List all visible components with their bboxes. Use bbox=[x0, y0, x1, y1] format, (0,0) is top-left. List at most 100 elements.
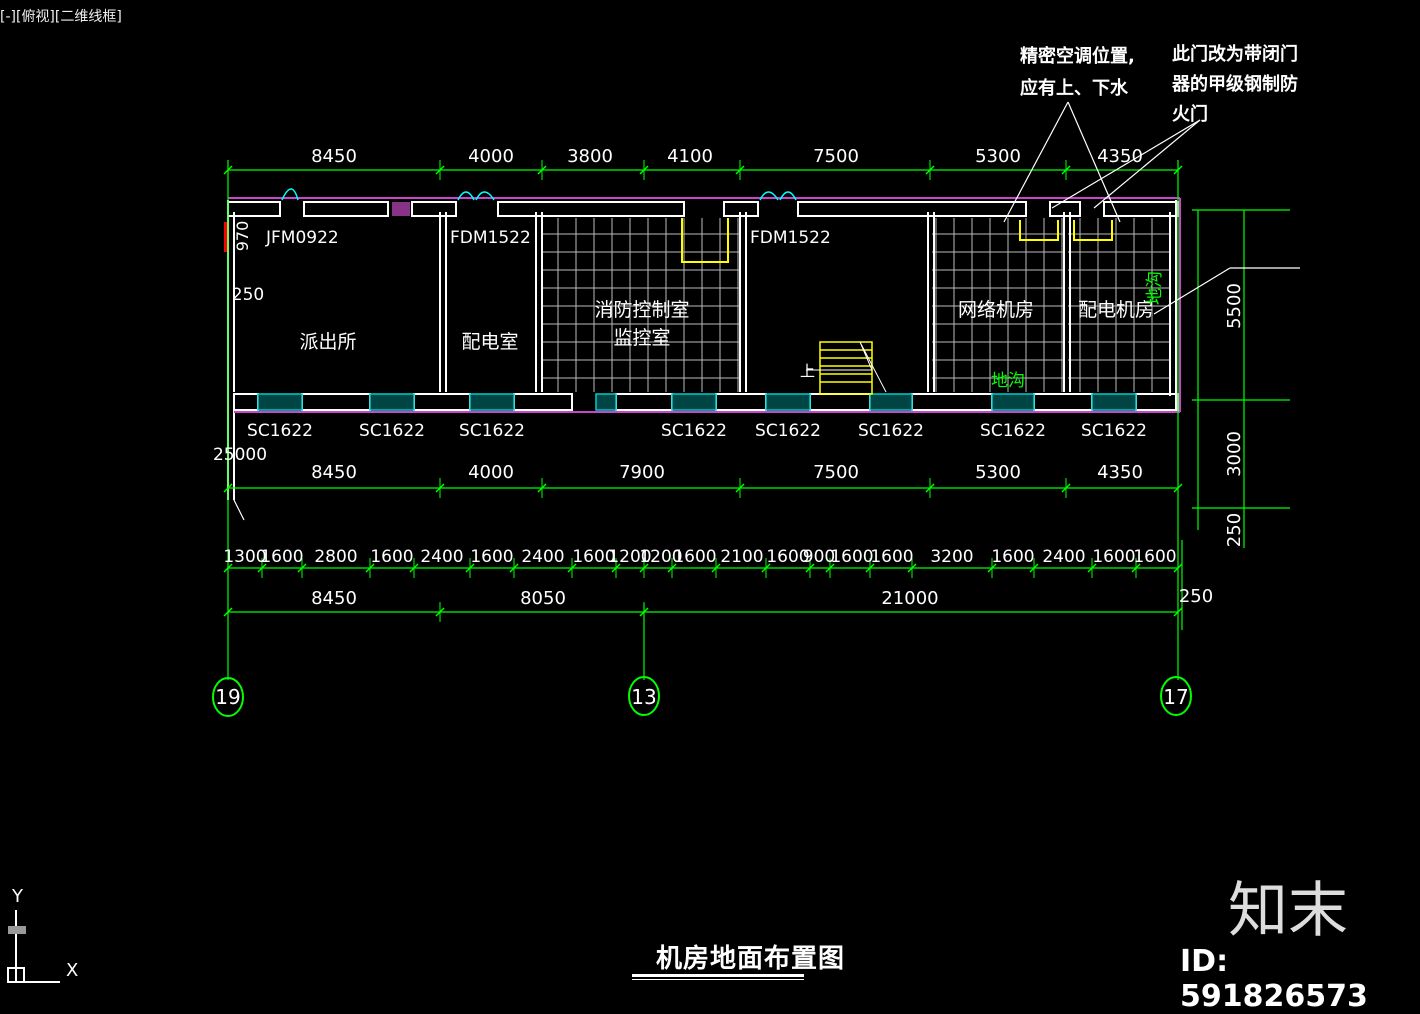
dim-sub-11: 1600 bbox=[673, 547, 716, 567]
axis-label-19: 19 bbox=[215, 685, 240, 709]
dim-sub-3: 2800 bbox=[314, 547, 357, 567]
drawing-title: 机房地面布置图 bbox=[656, 944, 846, 974]
note-door-line1: 此门改为带闭门 bbox=[1172, 43, 1298, 65]
dim-right-extra: 250 bbox=[1179, 586, 1213, 607]
room-power-machine: 配电机房 bbox=[1078, 299, 1154, 321]
stair-up-label: 上 bbox=[800, 362, 815, 380]
dimension-ticks bbox=[223, 160, 1183, 622]
dim-total-3: 21000 bbox=[881, 588, 938, 609]
dim-top-1: 8450 bbox=[311, 146, 357, 167]
window-label-8: SC1622 bbox=[1081, 421, 1147, 441]
dim-sub-13: 1600 bbox=[766, 547, 809, 567]
room-police: 派出所 bbox=[299, 331, 356, 353]
door-swings bbox=[281, 188, 797, 201]
trench-label-1: 地沟 bbox=[991, 371, 1025, 391]
door-label-jfm: JFM0922 bbox=[265, 228, 339, 248]
dim-sub-12: 2100 bbox=[720, 547, 763, 567]
dim-sub-1: 1300 bbox=[223, 547, 266, 567]
trench-label-2: 地沟 bbox=[1145, 271, 1165, 305]
dim-bottom-2: 4000 bbox=[468, 462, 514, 483]
leader-lines bbox=[233, 101, 1300, 521]
window-label-2: SC1622 bbox=[359, 421, 425, 441]
dim-sub-7: 2400 bbox=[521, 547, 564, 567]
dim-top-2: 4000 bbox=[468, 146, 514, 167]
dim-sub-17: 3200 bbox=[930, 547, 973, 567]
dimension-lines bbox=[227, 160, 1290, 680]
dim-sub-18: 1600 bbox=[991, 547, 1034, 567]
ucs-icon bbox=[7, 910, 60, 983]
dim-top-5: 7500 bbox=[813, 146, 859, 167]
dim-sub-19: 2400 bbox=[1042, 547, 1085, 567]
window-label-4: SC1622 bbox=[661, 421, 727, 441]
dim-sub-15: 1600 bbox=[830, 547, 873, 567]
grid-axis-bubbles bbox=[212, 676, 1192, 717]
ucs-y-label: Y bbox=[12, 886, 23, 907]
dim-sub-10: 1200 bbox=[639, 547, 682, 567]
window-set bbox=[257, 393, 1137, 411]
door-labels: JFM0922 FDM1522 FDM1522 bbox=[265, 228, 831, 248]
dim-sub-16: 1600 bbox=[870, 547, 913, 567]
dim-sub-8: 1600 bbox=[572, 547, 615, 567]
top-dimension-labels: 8450 4000 3800 4100 7500 5300 4350 bbox=[311, 146, 1143, 167]
dim-bottom-6: 4350 bbox=[1097, 462, 1143, 483]
stair-arrow bbox=[806, 341, 887, 393]
dim-top-7: 4350 bbox=[1097, 146, 1143, 167]
dim-sub-20: 1600 bbox=[1092, 547, 1135, 567]
axis-label-13: 13 bbox=[631, 685, 656, 709]
note-ac-line1: 精密空调位置, bbox=[1020, 45, 1135, 67]
dim-sub-6: 1600 bbox=[470, 547, 513, 567]
dim-total-2: 8050 bbox=[520, 588, 566, 609]
dim-sub-9: 1200 bbox=[608, 547, 651, 567]
title-underline bbox=[632, 974, 804, 977]
room-fire-line1: 消防控制室 bbox=[594, 299, 689, 321]
red-marker bbox=[224, 222, 227, 252]
window-label-7: SC1622 bbox=[980, 421, 1046, 441]
total-dimension-labels: 8450 8050 21000 bbox=[311, 588, 939, 609]
room-fire-line2: 监控室 bbox=[613, 327, 670, 349]
network-room-tile-floor bbox=[932, 218, 1064, 392]
dim-sub-2: 1600 bbox=[260, 547, 303, 567]
dim-left-970: 970 bbox=[233, 221, 252, 252]
dim-left-25000: 25000 bbox=[213, 445, 267, 465]
grid-axis-labels: 19 13 17 bbox=[215, 685, 1188, 709]
ucs-x-label: X bbox=[66, 960, 79, 981]
right-dimension-labels: 5500 3000 250 bbox=[1224, 283, 1245, 547]
window-label-5: SC1622 bbox=[755, 421, 821, 441]
door-label-fdm2: FDM1522 bbox=[750, 228, 831, 248]
dim-top-6: 5300 bbox=[975, 146, 1021, 167]
sub-dimension-labels: 1300 1600 2800 1600 2400 1600 2400 1600 … bbox=[223, 547, 1176, 567]
dim-right-3: 250 bbox=[1224, 513, 1245, 547]
window-label-6: SC1622 bbox=[858, 421, 924, 441]
bottom-dimension-labels: 8450 4000 7900 7500 5300 4350 bbox=[311, 462, 1143, 483]
dim-right-2: 3000 bbox=[1224, 431, 1245, 477]
dim-left-250: 250 bbox=[232, 285, 264, 305]
brand-watermark: 知末 bbox=[1228, 876, 1348, 946]
power-room-tile-floor bbox=[1068, 218, 1170, 392]
title-underline-thin bbox=[632, 979, 804, 980]
dim-bottom-5: 5300 bbox=[975, 462, 1021, 483]
dim-right-1: 5500 bbox=[1224, 283, 1245, 329]
stair bbox=[819, 341, 873, 395]
dim-sub-4: 1600 bbox=[370, 547, 413, 567]
shaft-hatch bbox=[392, 202, 410, 216]
dim-bottom-4: 7500 bbox=[813, 462, 859, 483]
window-labels: SC1622 SC1622 SC1622 SC1622 SC1622 SC162… bbox=[247, 421, 1147, 441]
note-door-line3: 火门 bbox=[1172, 103, 1208, 125]
viewport-label[interactable]: [-][俯视][二维线框] bbox=[0, 9, 122, 25]
note-door-line2: 器的甲级钢制防 bbox=[1171, 73, 1298, 95]
top-wall-segments bbox=[227, 201, 1179, 217]
window-label-1: SC1622 bbox=[247, 421, 313, 441]
axis-label-17: 17 bbox=[1163, 685, 1188, 709]
dim-sub-14: 900 bbox=[803, 547, 835, 567]
dim-bottom-1: 8450 bbox=[311, 462, 357, 483]
fire-room-tile-floor bbox=[542, 218, 740, 392]
ac-units bbox=[681, 218, 1113, 263]
dim-top-3: 3800 bbox=[567, 146, 613, 167]
annotation-notes: 精密空调位置, 应有上、下水 此门改为带闭门 器的甲级钢制防 火门 bbox=[1020, 43, 1298, 125]
room-network: 网络机房 bbox=[958, 299, 1034, 321]
room-labels: 派出所 配电室 消防控制室 监控室 网络机房 配电机房 bbox=[299, 299, 1154, 353]
door-label-fdm1: FDM1522 bbox=[450, 228, 531, 248]
dim-bottom-3: 7900 bbox=[619, 462, 665, 483]
window-label-3: SC1622 bbox=[459, 421, 525, 441]
